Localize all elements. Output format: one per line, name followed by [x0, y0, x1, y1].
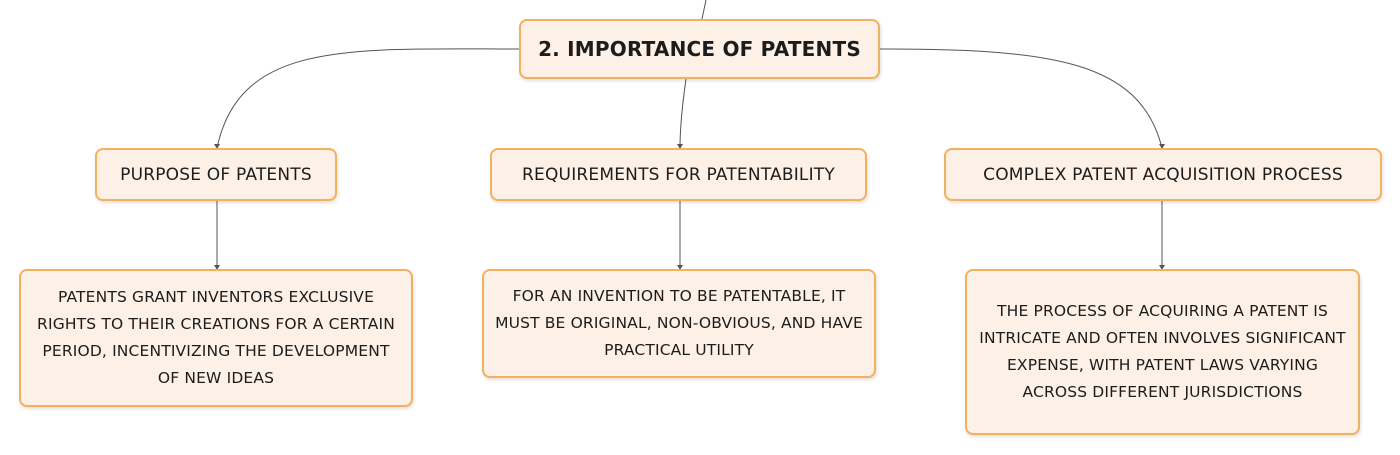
- connector-root-to-complex: [879, 48, 1163, 149]
- topic-node-label: PURPOSE OF PATENTS: [120, 164, 312, 185]
- root-node-importance-of-patents[interactable]: 2. IMPORTANCE OF PATENTS: [519, 19, 880, 79]
- connector-root-to-purpose: [216, 48, 520, 149]
- detail-node-purpose-of-patents[interactable]: PATENTS GRANT INVENTORS EXCLUSIVE RIGHTS…: [19, 269, 413, 407]
- detail-node-text: PATENTS GRANT INVENTORS EXCLUSIVE RIGHTS…: [37, 288, 395, 387]
- arrowhead-requirements: [677, 144, 683, 149]
- detail-node-requirements-for-patentability[interactable]: FOR AN INVENTION TO BE PATENTABLE, IT MU…: [482, 269, 876, 378]
- topic-node-label: REQUIREMENTS FOR PATENTABILITY: [522, 164, 835, 185]
- topic-node-purpose-of-patents[interactable]: PURPOSE OF PATENTS: [95, 148, 337, 201]
- detail-node-text: FOR AN INVENTION TO BE PATENTABLE, IT MU…: [495, 287, 863, 359]
- topic-node-label: COMPLEX PATENT ACQUISITION PROCESS: [983, 164, 1343, 185]
- detail-node-complex-patent-acquisition-process[interactable]: THE PROCESS OF ACQUIRING A PATENT IS INT…: [965, 269, 1360, 435]
- detail-node-text: THE PROCESS OF ACQUIRING A PATENT IS INT…: [979, 302, 1346, 401]
- arrowhead-complex-detail: [1159, 265, 1165, 270]
- arrowhead-purpose: [214, 144, 220, 149]
- topic-node-complex-patent-acquisition-process[interactable]: COMPLEX PATENT ACQUISITION PROCESS: [944, 148, 1382, 201]
- arrowhead-complex: [1159, 144, 1165, 149]
- connector-root-to-requirements: [679, 78, 687, 149]
- arrowhead-requirements-detail: [677, 265, 683, 270]
- connector-parent-to-root: [701, 0, 707, 20]
- topic-node-requirements-for-patentability[interactable]: REQUIREMENTS FOR PATENTABILITY: [490, 148, 867, 201]
- root-node-label: 2. IMPORTANCE OF PATENTS: [538, 37, 861, 61]
- arrowhead-purpose-detail: [214, 265, 220, 270]
